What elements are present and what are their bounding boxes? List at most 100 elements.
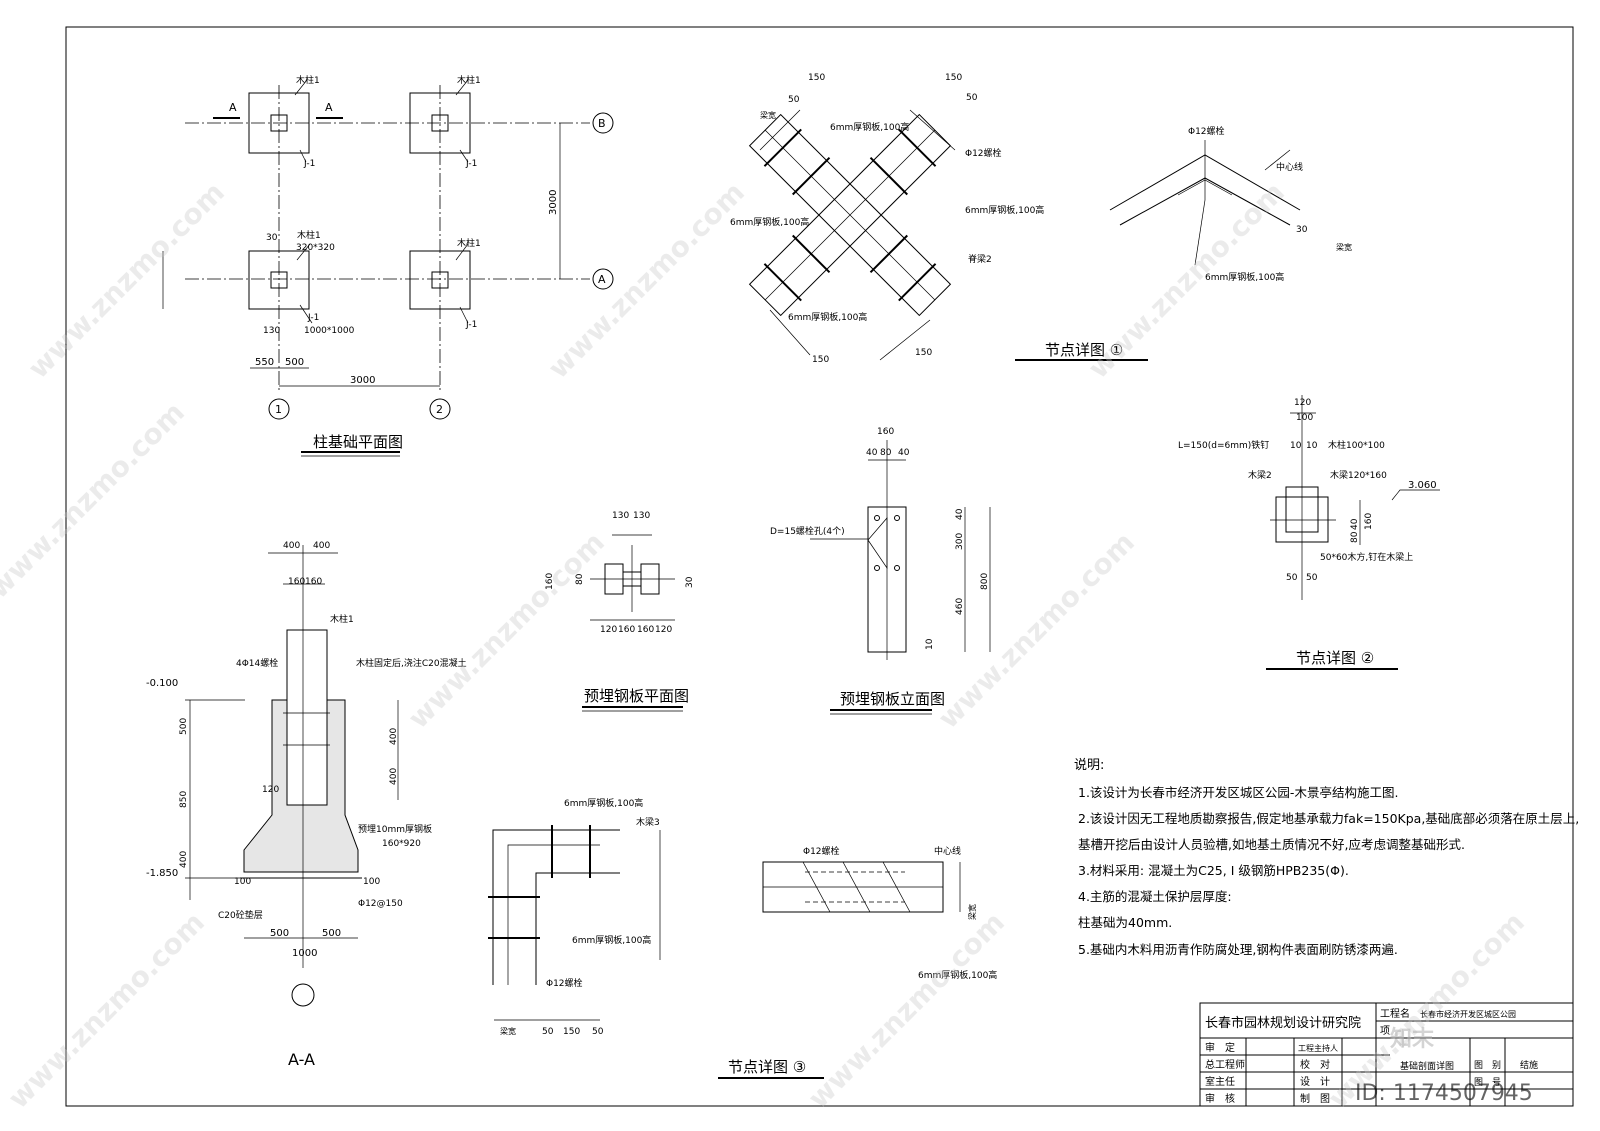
tb-category-label: 图 别 [1474, 1060, 1501, 1071]
wm-2: www.znzmo.com [542, 176, 751, 385]
aa-plate-size: 160*920 [382, 839, 421, 849]
ee-d40-a: 40 [866, 448, 878, 458]
aa-el1: -0.100 [146, 678, 178, 689]
aa-d1000: 1000 [292, 948, 317, 959]
tb-r3c0: 审 核 [1205, 1092, 1235, 1105]
n1-plate-2: 6mm厚钢板,100高 [730, 216, 809, 228]
n1-corner-plate: 6mm厚钢板,100高 [1205, 271, 1284, 283]
aa-bolt: 4Φ14螺栓 [236, 657, 278, 669]
n3-centerline: 中心线 [934, 845, 961, 857]
ep-d160-a: 160 [545, 573, 555, 590]
ep-d130-b: 130 [633, 511, 650, 521]
ep-d80: 80 [575, 573, 585, 585]
tb-r0c2: 工程主持人 [1298, 1043, 1338, 1053]
node-detail-3: 6mm厚钢板,100高 木梁3 6mm厚钢板,100高 Φ12螺栓 50 150… [488, 797, 997, 1079]
plan-dim-500: 500 [285, 357, 304, 368]
n3-beam3: 木梁3 [636, 816, 660, 828]
tb-r1c2: 校 对 [1300, 1058, 1330, 1071]
n1-d150-c: 150 [812, 355, 829, 365]
n2-d50-b: 50 [1306, 573, 1318, 583]
wm-7: www.znzmo.com [2, 906, 211, 1115]
ee-d40-c: 40 [955, 508, 965, 520]
aa-fix: 木柱固定后,浇注C20混凝土 [356, 657, 467, 669]
aa-plate: 预埋10mm厚钢板 [358, 823, 432, 835]
n2-d10-b: 10 [1306, 441, 1318, 451]
note-7: 5.基础内木料用沥青作防腐处理,钢构件表面刷防锈漆两遍. [1078, 942, 1398, 957]
n1-d150-d: 150 [915, 348, 932, 358]
embed-plan-title: 预埋钢板平面图 [584, 687, 689, 705]
n1-d50-b: 50 [966, 93, 978, 103]
notes-heading: 说明: [1074, 758, 1104, 773]
plan-col-label-3: 木柱1 [297, 229, 321, 241]
node-detail-1: 6mm厚钢板,100高 6mm厚钢板,100高 6mm厚钢板,100高 6mm厚… [730, 73, 1352, 365]
n3-plate-1: 6mm厚钢板,100高 [564, 797, 643, 809]
n1-centerline: 中心线 [1276, 161, 1303, 173]
n1-corner-bolt: Φ12螺栓 [1188, 125, 1225, 137]
n1-beam2: 脊梁2 [968, 253, 992, 265]
plan-dim-30: 30 [266, 233, 278, 243]
n2-wood: 50*60木方,钉在木梁上 [1320, 551, 1413, 563]
ee-hole: D=15螺栓孔(4个) [770, 525, 845, 537]
tb-project: 长春市经济开发区城区公园 [1420, 1009, 1516, 1019]
ep-d30: 30 [685, 576, 695, 588]
plan-found-label-4: J-1 [465, 320, 477, 330]
title-block: 长春市园林规划设计研究院 工程名 长春市经济开发区城区公园 项 审 定 工程主持… [1199, 1002, 1574, 1107]
n1-d50-a: 50 [788, 95, 800, 105]
n2-plate: L=150(d=6mm)铁钉 [1178, 439, 1269, 451]
aa-d120: 120 [262, 785, 279, 795]
node3-title: 节点详图 ③ [728, 1058, 806, 1076]
plan-col-label-1: 木柱1 [296, 74, 320, 86]
aa-d100-a: 100 [234, 877, 251, 887]
n1-plate-3: 6mm厚钢板,100高 [965, 204, 1044, 216]
tb-project-label: 工程名 [1380, 1007, 1410, 1020]
aa-el2: -1.850 [146, 868, 178, 879]
tb-category: 结施 [1520, 1059, 1538, 1071]
aa-d400-c: 400 [179, 851, 189, 868]
ee-d300: 300 [955, 533, 965, 550]
tb-number-label: 图 号 [1474, 1077, 1501, 1088]
aa-d400-a: 400 [283, 541, 300, 551]
aa-d400-d: 400 [389, 728, 399, 745]
n2-d80: 80 [1350, 531, 1360, 543]
tb-r0c0: 审 定 [1205, 1041, 1235, 1054]
watermarks: www.znzmo.com www.znzmo.com www.znzmo.co… [0, 176, 1533, 1115]
aa-d160-a: 160 [288, 577, 305, 587]
embed-elev-title: 预埋钢板立面图 [840, 690, 945, 708]
aa-d500-a: 500 [270, 928, 289, 939]
aa-d500-b: 500 [322, 928, 341, 939]
plan-col-label-4: 木柱1 [457, 237, 481, 249]
ee-d160: 160 [877, 427, 894, 437]
aa-d100-b: 100 [363, 877, 380, 887]
n2-beam: 木梁120*160 [1330, 469, 1387, 481]
aa-d160-b: 160 [305, 577, 322, 587]
note-1: 1.该设计为长春市经济开发区城区公园-木景亭结构施工图. [1078, 785, 1398, 800]
n1-beam-width-2: 梁宽 [1336, 242, 1352, 252]
wm-brand: 知末 [1390, 1026, 1435, 1052]
aa-d500: 500 [179, 718, 189, 735]
n1-d150-a: 150 [808, 73, 825, 83]
aa-d850: 850 [179, 791, 189, 808]
axis-a-label: A [598, 273, 606, 286]
plan-found-label-2: J-1 [465, 159, 477, 169]
plan-dim-130: 130 [263, 326, 280, 336]
ee-d10: 10 [925, 638, 935, 650]
n1-plate-4: 6mm厚钢板,100高 [788, 311, 867, 323]
node-detail-2: 120 100 10 10 L=150(d=6mm)铁钉 木柱100*100 木… [1178, 395, 1440, 670]
axis-2-label: 2 [436, 403, 443, 416]
outer-border [65, 26, 1574, 1107]
n3-beam-width-1: 梁宽 [500, 1026, 516, 1036]
n1-plate-1: 6mm厚钢板,100高 [830, 121, 909, 133]
n3-beam-width-2: 梁宽 [967, 904, 977, 920]
n2-post: 木柱100*100 [1328, 439, 1385, 451]
node2-title: 节点详图 ② [1296, 649, 1374, 667]
plan-col-size: 320*320 [296, 243, 335, 253]
ee-d800: 800 [980, 573, 990, 590]
embed-plate-plan: 130 130 160 80 30 120 160 160 120 预埋钢板平面… [545, 511, 695, 712]
n3-bolt-1: Φ12螺栓 [546, 977, 583, 989]
wm-8: www.znzmo.com [802, 906, 1011, 1115]
embed-plate-elevation: D=15螺栓孔(4个) 160 40 80 40 40 300 460 800 … [770, 427, 991, 715]
ee-d80: 80 [880, 448, 892, 458]
n3-d150: 150 [563, 1027, 580, 1037]
plan-found-label-3: J-1 [307, 313, 319, 323]
foundation-plan: 木柱1 木柱1 木柱1 木柱1 320*320 J-1 J-1 J-1 J-1 … [162, 74, 614, 457]
